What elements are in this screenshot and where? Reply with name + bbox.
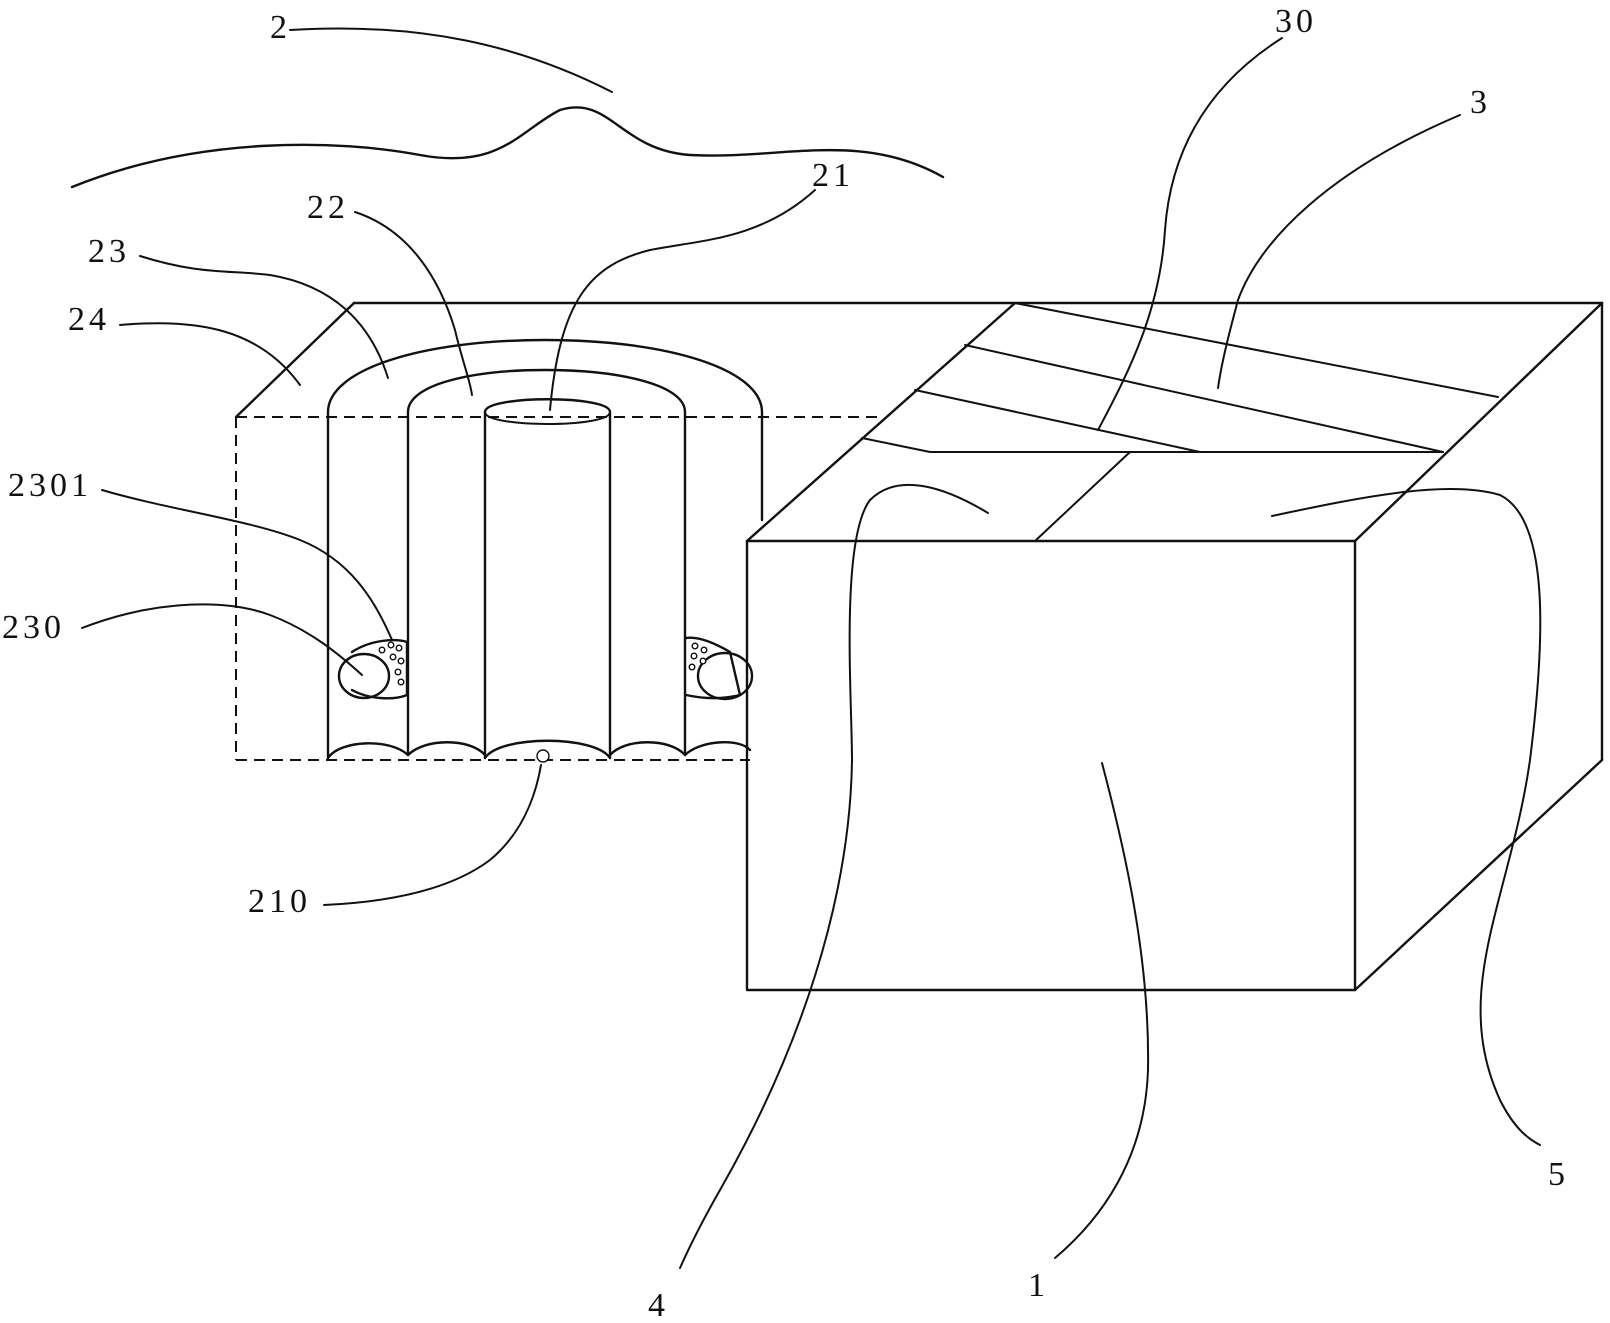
label-23: 23 xyxy=(88,233,130,270)
label-21: 21 xyxy=(812,157,854,194)
box-front-face xyxy=(745,539,1357,992)
water-wave-line xyxy=(70,106,945,189)
inner-tube-21-top xyxy=(484,411,611,425)
leader-2 xyxy=(289,27,613,93)
label-2: 2 xyxy=(270,9,291,46)
panel-line-c xyxy=(914,389,1201,453)
label-1: 1 xyxy=(1028,1267,1049,1304)
inner-tube-21 xyxy=(483,398,612,760)
middle-tube-22 xyxy=(406,368,687,757)
leader-1 xyxy=(1054,762,1150,1259)
leader-lines xyxy=(81,27,1542,1269)
leader-4 xyxy=(679,483,989,1269)
box-top-right-diagonal xyxy=(1353,301,1604,543)
label-3: 3 xyxy=(1470,84,1491,121)
label-4: 4 xyxy=(648,1287,669,1323)
label-30: 30 xyxy=(1275,3,1317,40)
outer-tube-23 xyxy=(326,338,764,760)
panel-divider xyxy=(1034,451,1131,542)
box-right-bottom-diagonal xyxy=(1353,758,1604,992)
label-5: 5 xyxy=(1548,1156,1569,1193)
panel-line-d xyxy=(861,437,931,453)
outlet-hole-210 xyxy=(536,749,550,763)
inner-tube-21-bottom xyxy=(483,739,612,760)
leader-3 xyxy=(1217,114,1461,389)
leader-210 xyxy=(323,764,542,906)
label-2301: 2301 xyxy=(8,467,92,504)
outer-tube-23-bottom xyxy=(326,741,752,760)
left-nozzle-230 xyxy=(337,638,409,700)
leader-5 xyxy=(1271,487,1542,1146)
leader-230 xyxy=(81,603,363,676)
tank-module-2 xyxy=(234,301,1604,763)
label-22: 22 xyxy=(307,189,349,226)
label-24: 24 xyxy=(68,301,110,338)
tank-top-left-diagonal xyxy=(234,301,356,419)
reference-labels: 2 30 3 21 22 23 24 2301 230 210 4 1 5 xyxy=(2,3,1569,1323)
leader-21 xyxy=(549,189,816,411)
leader-24 xyxy=(119,322,301,386)
box-top-left-diagonal xyxy=(745,301,1017,543)
right-nozzle xyxy=(684,636,754,701)
leader-22 xyxy=(354,211,473,396)
label-230: 230 xyxy=(2,609,65,646)
leader-30 xyxy=(1097,37,1283,431)
panel-line-a xyxy=(1014,302,1499,398)
label-210: 210 xyxy=(248,883,311,920)
panel-line-b xyxy=(964,344,1444,453)
leader-2301 xyxy=(101,489,393,641)
leader-23 xyxy=(139,255,389,379)
box-module-1 xyxy=(745,301,1604,992)
